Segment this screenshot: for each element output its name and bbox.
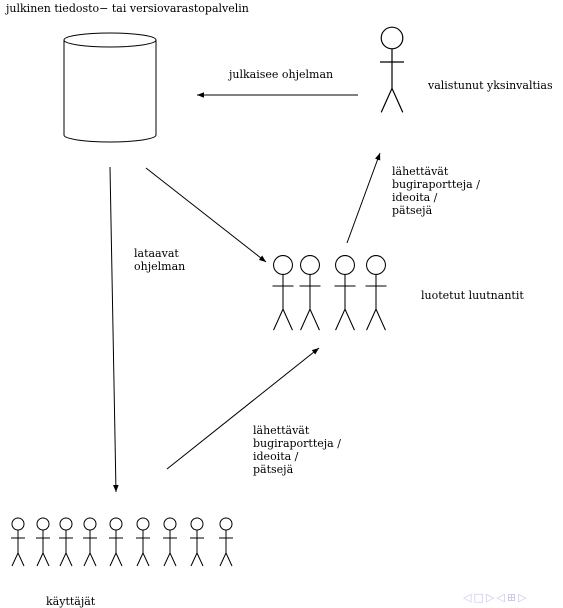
- lieutenants-group-icon: [271, 255, 388, 331]
- send-lower-line: ideoita /: [253, 450, 299, 463]
- repository-label: julkinen tiedosto− tai versiovarastopalv…: [6, 2, 249, 15]
- lieutenants-label: luotetut luutnantit: [421, 289, 524, 302]
- prev-section-icon[interactable]: □: [473, 591, 484, 604]
- send-upper-line: bugiraportteja /: [392, 178, 480, 191]
- repository-cylinder-icon: [63, 32, 157, 143]
- download-line: ohjelman: [134, 260, 186, 273]
- arrow-download: [109, 166, 119, 493]
- send-upper-label: lähettävät bugiraportteja / ideoita / pä…: [392, 165, 480, 217]
- dictator-figure-icon: [379, 26, 405, 114]
- next-section-icon[interactable]: ⊞: [506, 591, 517, 604]
- slide-navigation: ◁ □ ▷ ◁ ⊞ ▷: [463, 591, 527, 604]
- arrow-lieutenants-to-dictator: [346, 152, 381, 244]
- send-lower-line: lähettävät: [253, 424, 310, 437]
- send-upper-line: lähettävät: [392, 165, 449, 178]
- download-label: lataavat ohjelman: [134, 247, 185, 273]
- send-lower-line: pätsejä: [253, 463, 294, 476]
- first-page-icon[interactable]: ◁: [463, 591, 472, 604]
- prev-frame-icon[interactable]: ▷: [485, 591, 495, 604]
- download-line: lataavat: [134, 247, 179, 260]
- users-label: käyttäjät: [46, 595, 96, 608]
- arrow-repo-to-lieutenants: [145, 167, 267, 263]
- arrow-users-to-lieutenants: [166, 347, 320, 470]
- send-lower-line: bugiraportteja /: [253, 437, 341, 450]
- next-frame-icon[interactable]: ◁: [496, 591, 505, 604]
- users-group-icon: [10, 517, 234, 567]
- last-page-icon[interactable]: ▷: [518, 591, 527, 604]
- dictator-label: valistunut yksinvaltias: [428, 79, 553, 92]
- send-upper-line: ideoita /: [392, 191, 438, 204]
- send-upper-line: pätsejä: [392, 204, 433, 217]
- publishes-label: julkaisee ohjelman: [229, 68, 334, 81]
- send-lower-label: lähettävät bugiraportteja / ideoita / pä…: [253, 424, 341, 476]
